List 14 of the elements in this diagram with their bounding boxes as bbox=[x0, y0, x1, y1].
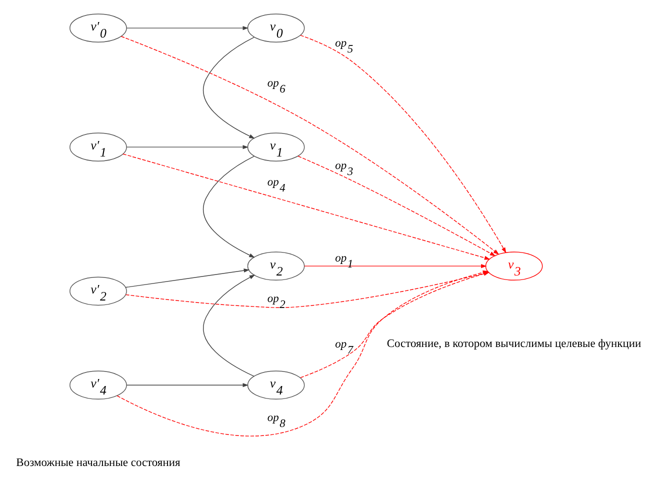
arrow bbox=[126, 145, 248, 150]
arrow bbox=[304, 264, 487, 268]
arrow bbox=[300, 34, 506, 254]
arrow bbox=[122, 154, 490, 260]
arrow bbox=[125, 268, 250, 288]
arrow bbox=[298, 156, 496, 256]
arrow bbox=[202, 36, 255, 139]
arrow bbox=[202, 156, 255, 258]
arrow bbox=[126, 26, 248, 30]
label: Возможные начальные состояния bbox=[16, 456, 180, 469]
arrow bbox=[120, 36, 500, 255]
arrow bbox=[126, 383, 248, 388]
label: Состояние, в котором вычислимы целевые функции bbox=[386, 338, 642, 350]
arrow bbox=[202, 274, 256, 377]
